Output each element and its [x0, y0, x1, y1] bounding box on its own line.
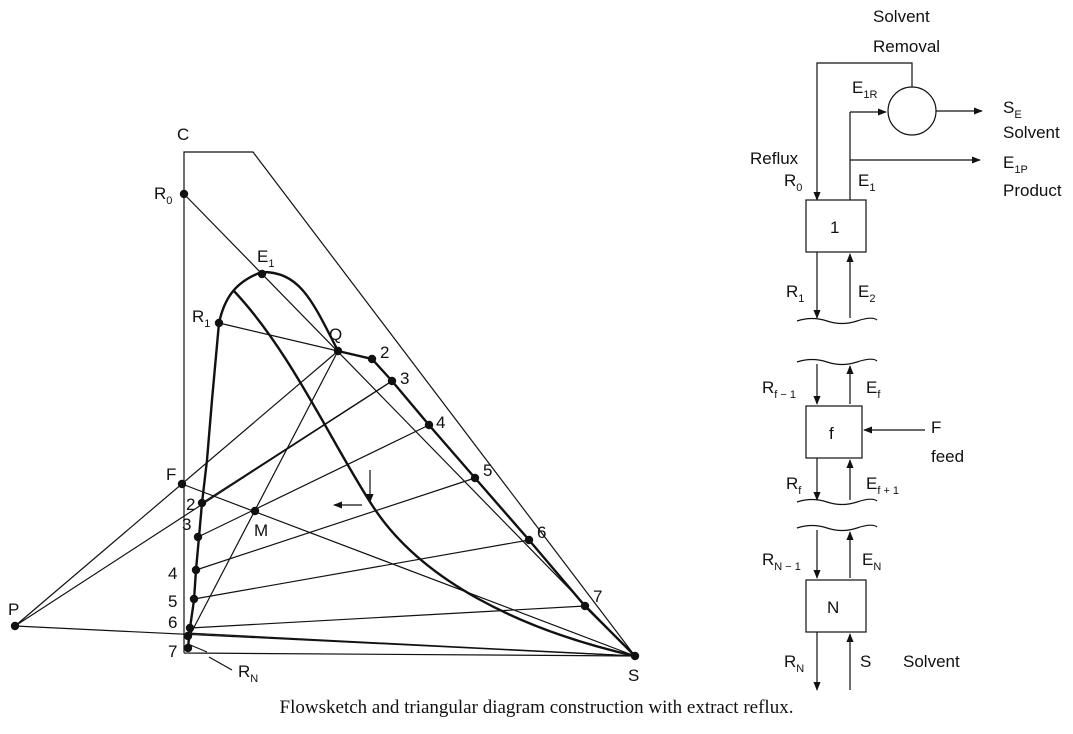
- label-rn-flow: RN: [784, 652, 804, 675]
- label-rf: Rf: [786, 474, 802, 497]
- break-line-3: [796, 498, 878, 506]
- point-r7: [183, 643, 193, 653]
- extract-number-3: 3: [400, 369, 409, 388]
- label-q: Q: [329, 325, 342, 344]
- label-product: Product: [1003, 181, 1062, 200]
- raffinate-number-6: 6: [168, 613, 177, 632]
- triangular-diagram: C R0 E1 R1 Q F M P S RN 2 3 4 5 6 7 2 3 …: [8, 125, 639, 685]
- point-m: [250, 506, 260, 516]
- label-solvent-in: Solvent: [903, 652, 960, 671]
- label-e1: E1: [257, 247, 274, 270]
- label-r0: R0: [154, 184, 172, 207]
- operating-lines-from-p: [14, 350, 636, 657]
- label-s-flow: S: [860, 652, 871, 671]
- label-en: EN: [862, 550, 881, 573]
- diagram-points: [10, 189, 640, 661]
- label-e1r: E1R: [852, 78, 877, 101]
- label-solvent-out: Solvent: [1003, 123, 1060, 142]
- stage-f-label: f: [829, 424, 834, 443]
- point-f: [177, 479, 187, 489]
- label-feed-f: F: [931, 418, 941, 437]
- triangle-outline: [183, 151, 637, 657]
- point-r6: [185, 623, 195, 633]
- label-efp1: Ef + 1: [866, 474, 899, 497]
- point-e1: [257, 269, 267, 279]
- point-e6: [524, 535, 534, 545]
- point-r0: [179, 189, 189, 199]
- extract-number-2: 2: [380, 343, 389, 362]
- point-e7: [580, 601, 590, 611]
- raffinate-number-7: 7: [168, 642, 177, 661]
- label-r1-flow: R1: [786, 282, 804, 305]
- stage-1-box: [805, 199, 867, 253]
- point-s: [630, 651, 640, 661]
- point-r4: [191, 565, 201, 575]
- point-e2: [367, 354, 377, 364]
- label-e1-flow: E1: [858, 171, 875, 194]
- point-r1: [214, 318, 224, 328]
- tie-lines: [189, 322, 586, 629]
- point-q: [333, 346, 343, 356]
- conjugate-curve: [232, 289, 636, 658]
- label-s: S: [628, 666, 639, 685]
- label-rn: RN: [238, 662, 258, 685]
- construction-lines: [181, 193, 636, 657]
- point-r6b: [183, 631, 193, 641]
- raffinate-number-5: 5: [168, 592, 177, 611]
- flowsheet: Solvent Removal 1 f N: [750, 7, 1062, 691]
- reflux-stream: [813, 62, 913, 201]
- raffinate-number-4: 4: [168, 564, 177, 583]
- figure-caption: Flowsketch and triangular diagram constr…: [279, 697, 794, 718]
- label-e1p: E1P: [1003, 153, 1028, 176]
- stage-1-label: 1: [830, 218, 839, 237]
- stage-n-box: [805, 579, 867, 633]
- stage-n-label: N: [827, 598, 839, 617]
- label-r1: R1: [192, 307, 210, 330]
- line-rn-leader: [208, 656, 233, 671]
- label-c: C: [177, 125, 189, 144]
- label-p: P: [8, 600, 19, 619]
- label-solvent: Solvent: [873, 7, 930, 26]
- extract-number-6: 6: [537, 523, 546, 542]
- label-m: M: [254, 521, 268, 540]
- point-e4: [424, 420, 434, 430]
- label-feed: feed: [931, 447, 964, 466]
- line-f-s: [181, 483, 636, 657]
- label-removal: Removal: [873, 37, 940, 56]
- extract-number-7: 7: [593, 587, 602, 606]
- point-r2: [197, 498, 207, 508]
- raffinate-number-2: 2: [186, 495, 195, 514]
- extract-number-5: 5: [483, 461, 492, 480]
- label-r0-flow: R0: [784, 171, 802, 194]
- break-line-1: [796, 317, 878, 325]
- extract-number-4: 4: [436, 413, 445, 432]
- line-p-q: [14, 350, 339, 627]
- label-e2-flow: E2: [858, 282, 875, 305]
- point-e3: [387, 376, 397, 386]
- raffinate-number-3: 3: [182, 515, 191, 534]
- stage-f-box: [805, 405, 863, 459]
- solvent-removal-unit: [887, 86, 937, 136]
- point-r3: [193, 532, 203, 542]
- line-q-6: [189, 350, 339, 636]
- break-line-2: [796, 358, 878, 366]
- break-line-4: [796, 524, 878, 532]
- label-ef: Ef: [866, 378, 881, 401]
- diagram-labels: C R0 E1 R1 Q F M P S RN 2 3 4 5 6 7 2 3 …: [8, 125, 639, 685]
- label-reflux: Reflux: [750, 149, 799, 168]
- point-p: [10, 621, 20, 631]
- point-r5: [189, 594, 199, 604]
- label-f: F: [166, 465, 176, 484]
- line-6-s: [185, 632, 636, 657]
- label-se: SE: [1003, 98, 1022, 121]
- label-rfm1: Rf − 1: [762, 378, 796, 401]
- point-e5: [470, 473, 480, 483]
- binodal-curve: [186, 270, 636, 657]
- label-rnm1: RN − 1: [762, 550, 801, 573]
